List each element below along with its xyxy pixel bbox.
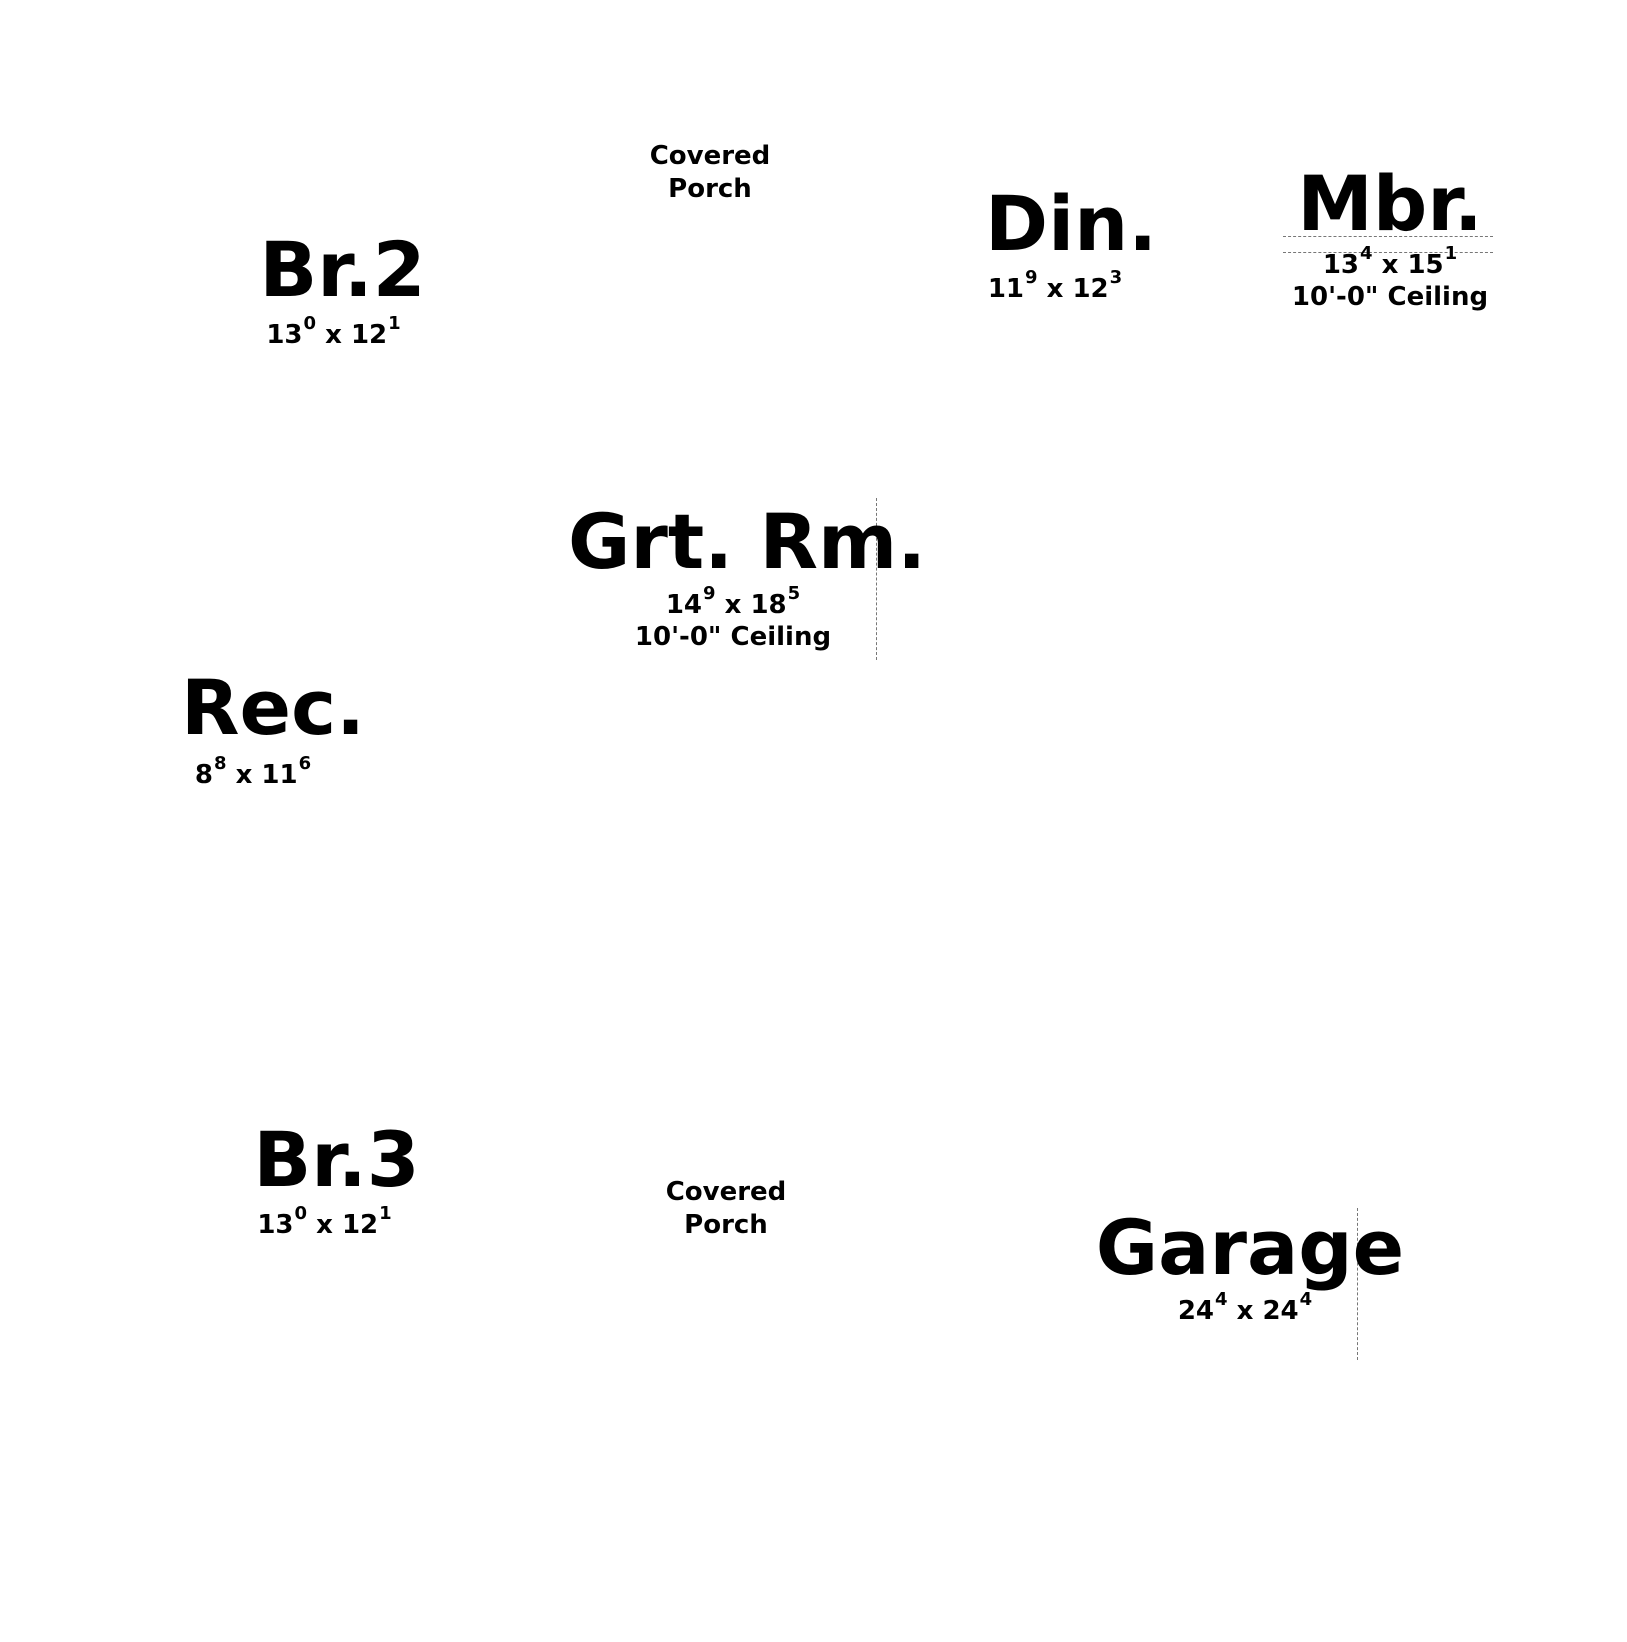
room-br3-length-in: 1 — [379, 1203, 392, 1224]
porch-top-line2: Porch — [668, 174, 752, 204]
room-din-length-in: 3 — [1109, 267, 1123, 288]
room-br2-name: Br.2 — [259, 225, 426, 314]
room-br2: Br.2 130 x 121 — [250, 225, 435, 349]
porch-bottom-line2: Porch — [684, 1210, 768, 1240]
room-rec-name: Rec. — [181, 663, 365, 752]
room-mbr-width-in: 4 — [1360, 243, 1373, 264]
room-grtrm-width-ft: 14 — [665, 590, 703, 620]
room-din: Din. 119 x 123 — [985, 179, 1158, 303]
room-din-width-in: 9 — [1025, 267, 1038, 288]
room-grtrm-name: Grt. Rm. — [568, 497, 927, 586]
room-br2-length-ft: 12 — [350, 320, 388, 350]
dimension-separator: x — [235, 760, 253, 790]
room-mbr: Mbr. 134 x 151 10'-0" Ceiling — [1290, 159, 1490, 312]
room-br3-dimensions: 130 x 121 — [220, 1205, 429, 1240]
room-br2-dimensions: 130 x 121 — [232, 315, 435, 350]
dimension-separator: x — [724, 590, 742, 620]
room-grtrm: Grt. Rm. 149 x 185 10'-0" Ceiling — [568, 497, 927, 651]
room-rec-length-in: 6 — [298, 753, 312, 774]
room-din-width-ft: 11 — [987, 274, 1025, 304]
mbr-dashed-line-upper — [1283, 236, 1493, 237]
room-mbr-ceiling: 10'-0" Ceiling — [1291, 282, 1489, 312]
room-grtrm-length-in: 5 — [787, 583, 801, 604]
porch-top-line1: Covered — [649, 141, 771, 171]
room-garage-dimensions: 244 x 244 — [1080, 1291, 1410, 1326]
room-garage-length-in: 4 — [1299, 1289, 1313, 1310]
room-grtrm-length-ft: 18 — [750, 590, 787, 620]
room-br2-length-in: 1 — [388, 313, 401, 334]
room-din-dimensions: 119 x 123 — [955, 269, 1155, 304]
covered-porch-bottom-label: Covered Porch — [656, 1176, 796, 1242]
room-garage-width-in: 4 — [1215, 1289, 1228, 1310]
room-rec-length-ft: 11 — [261, 760, 298, 790]
room-mbr-width-ft: 13 — [1322, 250, 1360, 280]
garage-dashed-line — [1357, 1208, 1358, 1360]
room-br3-name: Br.3 — [253, 1115, 420, 1204]
dimension-separator: x — [1381, 250, 1399, 280]
covered-porch-top-label: Covered Porch — [640, 140, 780, 206]
mbr-dashed-line-lower — [1283, 252, 1493, 253]
room-mbr-length-in: 1 — [1444, 243, 1458, 264]
room-rec: Rec. 88 x 116 — [178, 663, 368, 789]
room-rec-width-ft: 8 — [194, 760, 213, 790]
room-br3-width-in: 0 — [294, 1203, 308, 1224]
dimension-separator: x — [1236, 1296, 1254, 1326]
room-grtrm-width-in: 9 — [703, 583, 716, 604]
room-garage-length-ft: 24 — [1262, 1296, 1299, 1326]
room-rec-width-in: 8 — [213, 753, 227, 774]
room-br3: Br.3 130 x 121 — [244, 1115, 429, 1239]
room-garage-width-ft: 24 — [1177, 1296, 1215, 1326]
room-garage: Garage 244 x 244 — [1090, 1203, 1410, 1325]
room-garage-name: Garage — [1095, 1203, 1405, 1292]
dimension-separator: x — [325, 320, 342, 350]
room-br3-width-ft: 13 — [257, 1210, 294, 1240]
room-mbr-length-ft: 15 — [1407, 250, 1444, 280]
room-rec-dimensions: 88 x 116 — [138, 755, 368, 790]
dimension-separator: x — [1046, 274, 1064, 304]
room-din-length-ft: 12 — [1072, 274, 1109, 304]
grtrm-dashed-line — [876, 498, 877, 660]
room-br2-width-in: 0 — [303, 313, 317, 334]
room-mbr-name: Mbr. — [1297, 159, 1483, 248]
porch-bottom-line1: Covered — [665, 1177, 787, 1207]
room-br2-width-ft: 13 — [266, 320, 303, 350]
room-din-name: Din. — [985, 179, 1158, 268]
room-mbr-dimensions: 134 x 151 — [1290, 245, 1490, 280]
dimension-separator: x — [316, 1210, 333, 1240]
room-br3-length-ft: 12 — [341, 1210, 379, 1240]
room-grtrm-dimensions: 149 x 185 — [548, 585, 918, 620]
room-grtrm-ceiling: 10'-0" Ceiling — [634, 622, 832, 652]
